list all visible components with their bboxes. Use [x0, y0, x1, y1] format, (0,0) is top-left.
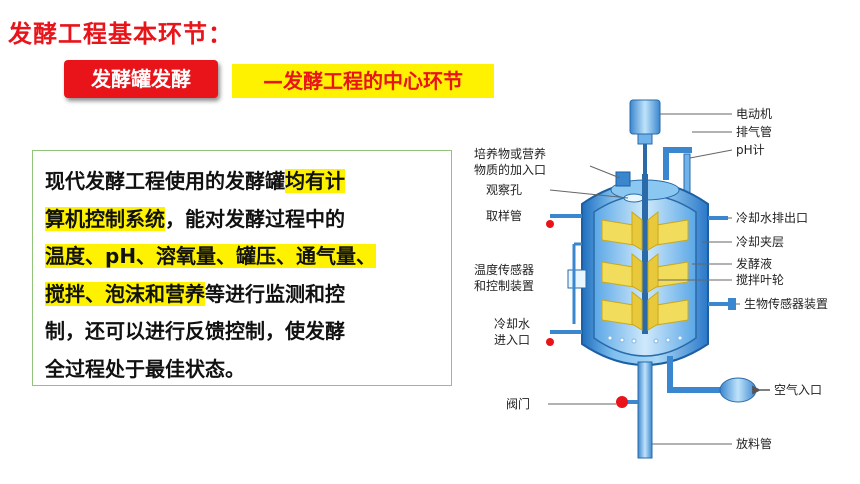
label-jacket: 冷却夹层	[736, 235, 784, 249]
desc-highlight-4: 搅拌、泡沫和营养	[45, 281, 205, 306]
desc-text-5: 全过程处于最佳状态。	[45, 356, 245, 381]
impeller-upper	[601, 210, 689, 251]
label-cool-out: 冷却水排出口	[736, 211, 808, 225]
cooling-water-inlet	[546, 330, 582, 346]
desc-highlight-1: 均有计	[285, 169, 345, 193]
label-broth: 发酵液	[736, 256, 772, 271]
label-impeller: 搅拌叶轮	[736, 272, 784, 287]
label-discharge: 放料管	[736, 436, 772, 451]
exhaust-pipe	[663, 147, 692, 180]
label-cool-in-1: 冷却水	[494, 317, 530, 331]
air-bubbles	[607, 335, 683, 344]
stage-tag: 发酵罐发酵	[64, 60, 218, 98]
label-window: 观察孔	[486, 183, 522, 197]
label-temp-1: 温度传感器	[474, 262, 534, 277]
impeller-lower	[601, 290, 689, 331]
desc-text-2: ，能对发酵过程中的	[165, 206, 345, 231]
desc-text-3: 等进行监测和控	[205, 281, 345, 306]
biosensor	[708, 298, 736, 310]
label-feed-2: 物质的加入口	[474, 162, 546, 177]
impeller-middle	[601, 252, 689, 293]
desc-text-1: 现代发酵工程使用的发酵罐	[45, 169, 285, 193]
desc-highlight-3: 温度、pH、溶氧量、罐压、通气量、	[45, 244, 377, 268]
label-cool-in-2: 进入口	[494, 333, 530, 347]
label-air-in: 空气入口	[774, 382, 822, 397]
stage-subtitle: —发酵工程的中心环节	[232, 64, 494, 98]
valve	[616, 396, 638, 408]
label-temp-2: 和控制装置	[474, 279, 534, 293]
label-sampling: 取样管	[486, 208, 522, 223]
leader-lines	[548, 113, 740, 445]
label-valve: 阀门	[506, 396, 530, 411]
description-box: 现代发酵工程使用的发酵罐均有计算机控制系统，能对发酵过程中的温度、pH、溶氧量、…	[32, 150, 452, 386]
label-biosensor: 生物传感器装置	[744, 296, 828, 311]
label-exhaust: 排气管	[736, 124, 772, 139]
fermenter-diagram: 电动机 排气管 pH计 培养物或营养 物质的加入口 观察孔 取样管 冷却水排出口…	[474, 99, 828, 459]
air-pipe	[667, 356, 720, 393]
label-motor: 电动机	[736, 107, 772, 121]
page-title: 发酵工程基本环节：	[8, 20, 233, 48]
air-compressor	[719, 377, 757, 403]
desc-text-4: 制，还可以进行反馈控制，使发酵	[45, 319, 345, 343]
label-feed-1: 培养物或营养	[474, 146, 546, 161]
feed-inlet	[615, 171, 631, 187]
discharge-pipe	[637, 361, 653, 459]
temp-sensor	[567, 242, 587, 324]
sampling-port	[546, 214, 582, 228]
motor	[629, 99, 661, 174]
agitator-shaft	[642, 174, 648, 334]
desc-highlight-2: 算机控制系统	[45, 206, 165, 231]
label-ph: pH计	[736, 143, 765, 157]
